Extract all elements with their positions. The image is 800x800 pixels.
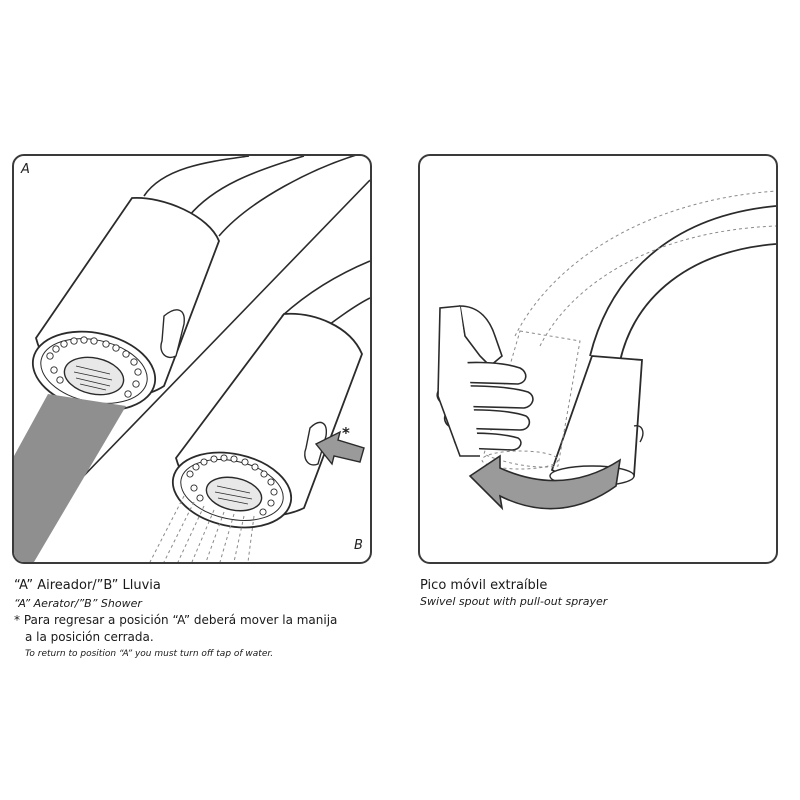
- caption-b-title: Pico móvil extraíble: [420, 578, 548, 593]
- press-arrow: [314, 430, 365, 466]
- swivel-arrow: [468, 454, 622, 511]
- aerator-shower-panel: A B *: [12, 154, 372, 564]
- caption-b-english: Swivel spout with pull-out sprayer: [420, 595, 608, 608]
- water-stream-aerator: [14, 394, 126, 562]
- sprayer-illustration-b: [436, 190, 776, 511]
- hose-b: [281, 260, 370, 317]
- caption-a-english: “A” Aerator/”B” Shower: [14, 597, 142, 610]
- sprayer-head-b: [171, 312, 363, 529]
- hand-illustration: [436, 305, 534, 457]
- sprayer-head-a: [31, 197, 220, 412]
- hose-a: [143, 156, 250, 197]
- spout-neck: [589, 205, 776, 357]
- sprayer-illustration-a: [14, 156, 370, 562]
- note-spanish-line2: a la posición cerrada.: [25, 630, 154, 644]
- asterisk-marker: *: [342, 424, 350, 442]
- label-a: A: [21, 162, 30, 177]
- sprayer-head-docked: [549, 355, 644, 487]
- caption-a-title: “A” Aireador/”B” Lluvia: [14, 578, 161, 593]
- sprayer-head-pulled: [481, 330, 581, 470]
- pullout-sprayer-panel: [418, 154, 778, 564]
- label-b: B: [354, 538, 363, 553]
- spout-ghost: [514, 190, 776, 337]
- note-spanish-line1: * Para regresar a posición “A” deberá mo…: [14, 613, 338, 627]
- water-spray-shower: [149, 495, 255, 562]
- note-english: To return to position “A” you must turn …: [25, 649, 274, 659]
